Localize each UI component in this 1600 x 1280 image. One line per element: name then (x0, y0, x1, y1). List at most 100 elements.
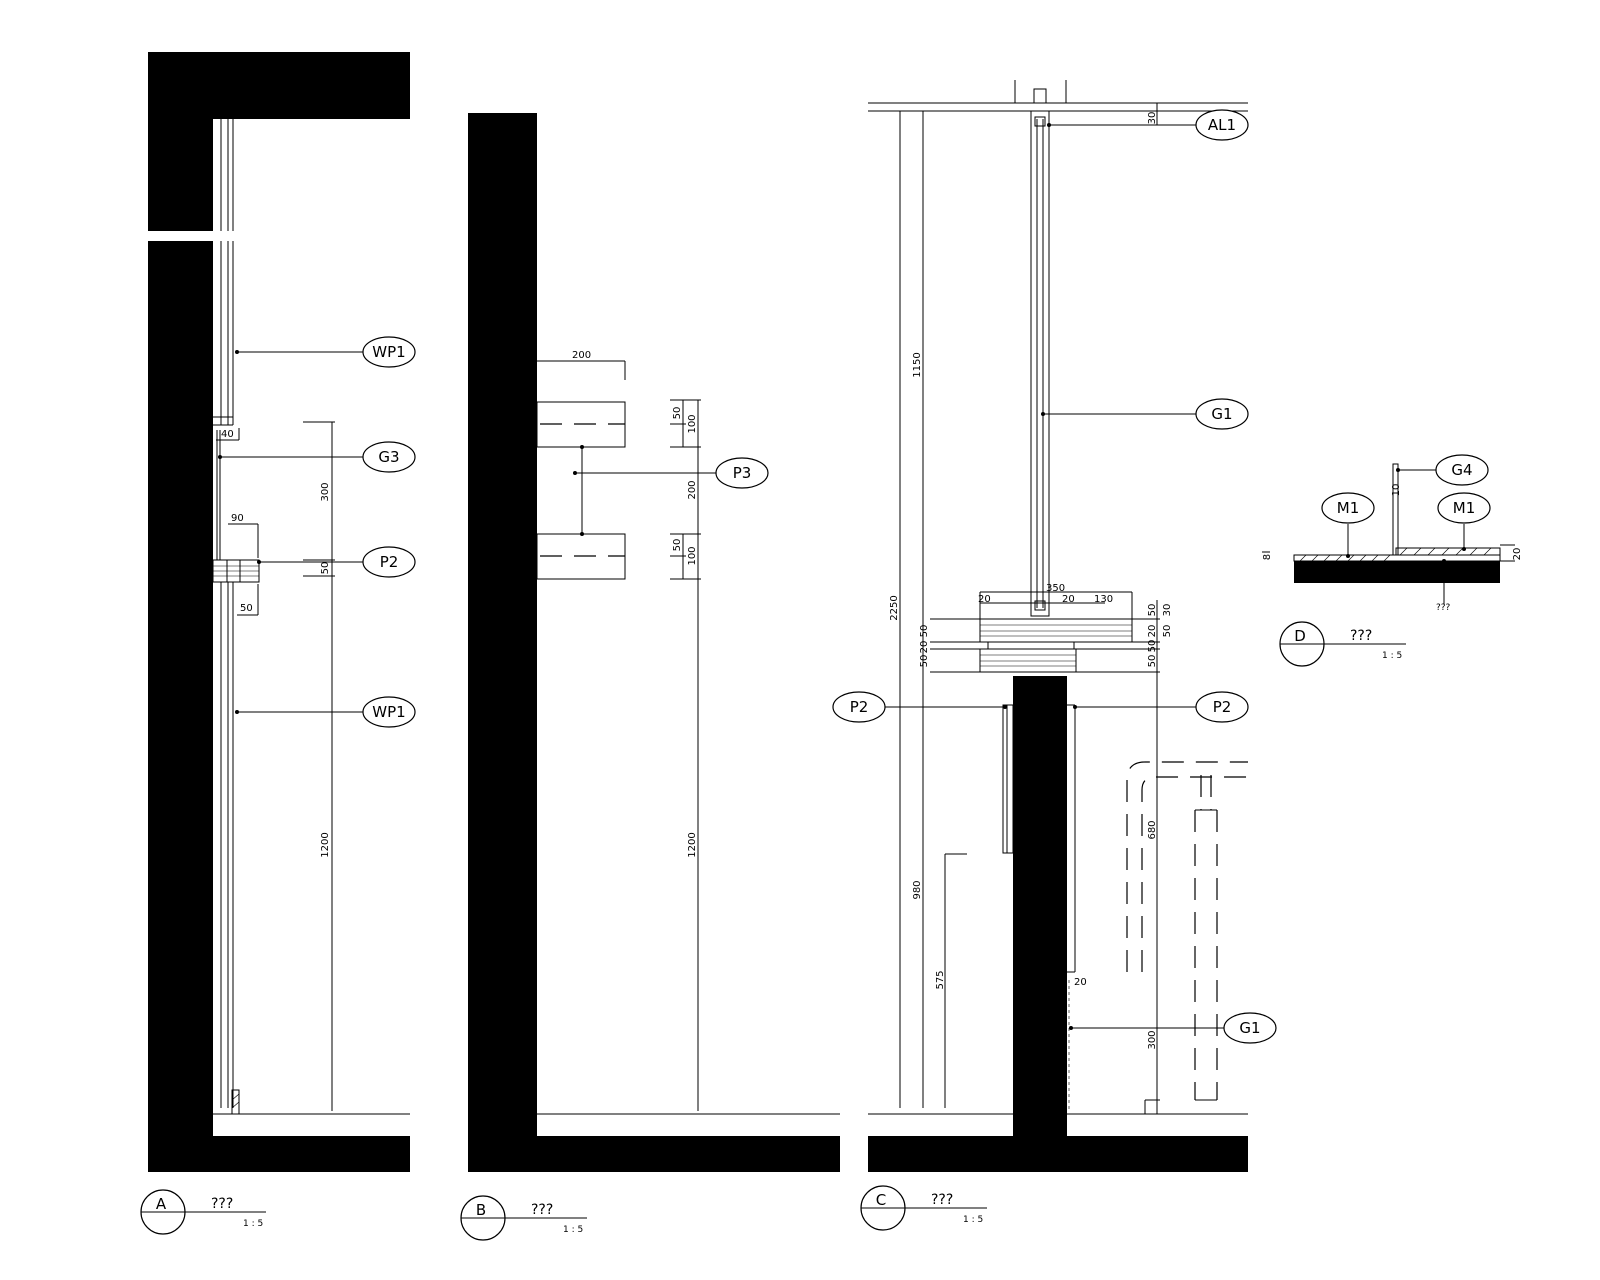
tag-label: AL1 (1208, 116, 1236, 134)
leader-dot (235, 350, 239, 354)
section-a-wall (148, 52, 410, 231)
section-c-channel-top (1034, 116, 1046, 127)
section-scale: 1 : 5 (963, 1215, 983, 1225)
leader-dot (218, 455, 222, 459)
dim-label: 350 (1046, 583, 1065, 594)
dim-label: 50 (672, 407, 683, 420)
tag-label: P2 (1213, 698, 1232, 716)
hatch (1383, 554, 1391, 562)
section-c-board (979, 618, 1133, 643)
tag-label: WP1 (372, 343, 405, 361)
tag-g4[interactable]: G4 (1435, 454, 1489, 486)
leader-dot (1047, 123, 1051, 127)
tag-m1[interactable]: M1 (1437, 492, 1491, 524)
section-c-glass-frame (1030, 110, 1050, 617)
dim-label: 1200 (687, 832, 698, 857)
leader-dot (1462, 547, 1466, 551)
tag-g1[interactable]: G1 (1195, 398, 1249, 430)
dim-label: 50 (320, 562, 331, 575)
dim-label: 100 (687, 414, 698, 433)
tag-m1[interactable]: M1 (1321, 492, 1375, 524)
dim-label: 200 (572, 350, 591, 361)
dim-label: 1150 (912, 352, 923, 377)
dim-label: 40 (221, 429, 234, 440)
tag-label: WP1 (372, 703, 405, 721)
section-c-spacer (987, 641, 1075, 650)
leader-dot (1346, 554, 1350, 558)
section-c-hidden-line (1141, 776, 1248, 972)
dim-label: 30 (1162, 604, 1173, 617)
tag-p2[interactable]: P2 (832, 691, 886, 723)
leader-dot (1442, 559, 1446, 563)
section-letter: C (876, 1191, 886, 1209)
dim-label: 50 (1162, 625, 1173, 638)
dim-label: 1200 (320, 832, 331, 857)
hatch (1371, 554, 1379, 562)
tag-p2[interactable]: P2 (1195, 691, 1249, 723)
section-title: ??? (531, 1202, 553, 1218)
dim-label: 680 (1147, 820, 1158, 839)
tag-label: G1 (1239, 1019, 1260, 1037)
leader-dot (235, 710, 239, 714)
dim-label: 20 (1074, 977, 1087, 988)
tag-p2[interactable]: P2 (362, 546, 416, 578)
hatch (1469, 547, 1478, 556)
dim-label: 300 (320, 482, 331, 501)
tag-label: M1 (1453, 499, 1476, 517)
hatch (1441, 547, 1450, 556)
tag-wp1[interactable]: WP1 (362, 336, 416, 368)
dim-label: 575 (935, 970, 946, 989)
dim-label: 50 (1147, 604, 1158, 617)
hatch (1347, 554, 1355, 562)
section-d-base (1294, 561, 1500, 583)
section-b: P3 200 50 100 200 50 100 1200 B ??? 1 : … (460, 113, 840, 1241)
tag-g1[interactable]: G1 (1223, 1012, 1277, 1044)
tag-wp1[interactable]: WP1 (362, 696, 416, 728)
hatch (1335, 554, 1343, 562)
dim-label: 20 (978, 594, 991, 605)
dim-label: 90 (231, 513, 244, 524)
section-letter: B (476, 1201, 486, 1219)
section-letter: A (156, 1195, 167, 1213)
dim-label: 300 (1147, 1030, 1158, 1049)
section-c-channel-bottom (1034, 600, 1046, 611)
dim-label: 20 (919, 641, 930, 654)
section-d-note: ??? (1436, 603, 1451, 613)
dim-label: 50 (672, 539, 683, 552)
dim-label: 980 (912, 880, 923, 899)
leader-dot (580, 532, 584, 536)
dim-label: 50 (919, 655, 930, 668)
dim-label: 20 (1147, 625, 1158, 638)
section-title: ??? (211, 1196, 233, 1212)
hatch (1455, 547, 1464, 556)
leader-dot (1073, 705, 1077, 709)
leader-dot (580, 445, 584, 449)
section-scale: 1 : 5 (563, 1225, 583, 1235)
hatch (1413, 547, 1422, 556)
tag-al1[interactable]: AL1 (1195, 109, 1249, 141)
section-b-wall (468, 113, 840, 1172)
dim-label: 20 (1062, 594, 1075, 605)
section-a-wall-lower (148, 241, 410, 1172)
hatch (1399, 547, 1408, 556)
hatch (1427, 547, 1436, 556)
leader-dot (1396, 468, 1400, 472)
tag-p3[interactable]: P3 (715, 457, 769, 489)
dim-label: 20 (1512, 548, 1523, 561)
section-a: WP1 G3 P2 WP1 40 90 50 300 50 1200 (140, 52, 416, 1235)
tag-label: P2 (850, 698, 869, 716)
dim-label: 50 (1147, 655, 1158, 668)
tag-label: G1 (1211, 405, 1232, 423)
tag-label: M1 (1337, 499, 1360, 517)
tag-g3[interactable]: G3 (362, 441, 416, 473)
dim-label: 10 (1391, 484, 1402, 497)
leader-dot (1003, 705, 1007, 709)
dim-label: 50 (240, 603, 253, 614)
hatch (1359, 554, 1367, 562)
section-d-glass-fin (1392, 463, 1399, 556)
leader-dot (1069, 1026, 1073, 1030)
section-d: G4 M1 M1 10 8 20 ??? D ??? 1 : 5 (1262, 454, 1523, 667)
dim-label: 30 (1147, 112, 1158, 125)
hatch (1311, 554, 1319, 562)
